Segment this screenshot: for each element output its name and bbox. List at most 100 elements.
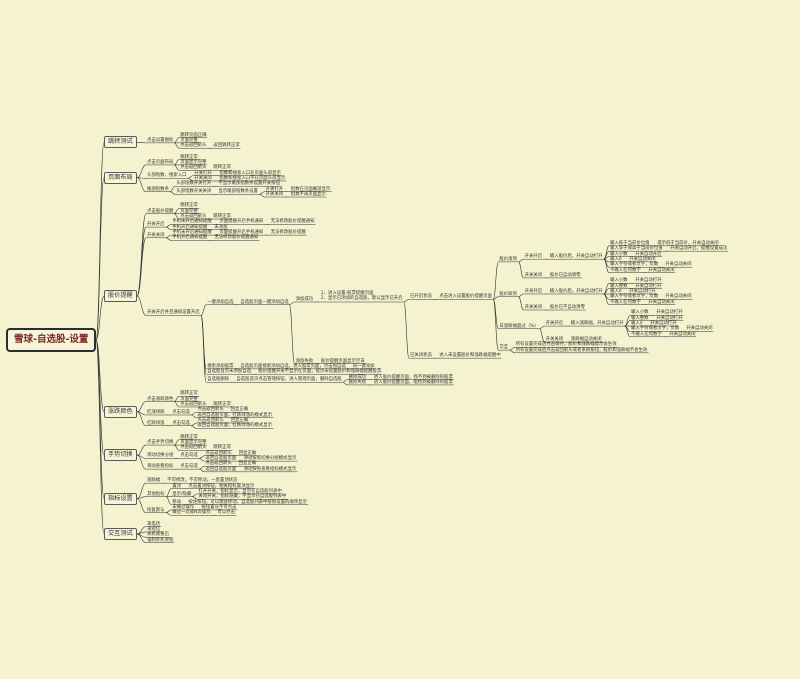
map-node[interactable]: 跳转正常 bbox=[180, 434, 198, 440]
map-node[interactable]: 输入0 bbox=[631, 321, 643, 327]
map-node[interactable]: 跳转正常 bbox=[180, 203, 198, 209]
map-node[interactable]: 点击勾选 bbox=[180, 453, 198, 459]
map-node[interactable]: 跳转正常 bbox=[180, 391, 198, 397]
map-node[interactable]: 点击勾选 bbox=[172, 420, 190, 426]
map-node[interactable]: 进入股价提醒页面，找不到被删除的股票 bbox=[373, 374, 453, 380]
map-node[interactable]: 开关自动打开 bbox=[635, 278, 662, 284]
map-node[interactable]: 点击返回箭头 bbox=[180, 214, 207, 220]
map-node[interactable]: 跳转正常 bbox=[213, 445, 231, 451]
map-node[interactable]: 指数在页面尾部显示 bbox=[290, 186, 331, 192]
branch-topic[interactable]: 涨跌颜色 bbox=[104, 405, 137, 418]
map-node[interactable]: 页面完整 bbox=[180, 208, 198, 214]
map-node[interactable]: 自选股页面一键添加自选 bbox=[240, 299, 289, 305]
map-node[interactable]: 手机未开启通知提醒 bbox=[172, 219, 212, 225]
map-node[interactable]: 股价已自动清零 bbox=[549, 272, 581, 278]
map-node[interactable]: 同一键添加 bbox=[352, 363, 375, 369]
map-node[interactable]: 开关自动关闭 bbox=[686, 326, 713, 332]
map-node[interactable]: 开关自动关闭 bbox=[665, 262, 692, 268]
map-node[interactable]: 关机或重启 bbox=[147, 532, 169, 538]
map-node[interactable]: 股价提醒页面显示空白 bbox=[320, 358, 365, 364]
map-node[interactable]: 输入低于当前价位值 bbox=[610, 240, 650, 246]
map-node[interactable]: 可以点击 bbox=[217, 510, 235, 516]
map-node[interactable]: 输入0 bbox=[610, 288, 622, 294]
map-node[interactable]: 输入股价后，开关自动打开 bbox=[549, 288, 603, 294]
map-node[interactable]: 按钮置灰不可点击 bbox=[201, 504, 237, 510]
map-node[interactable]: 点击返回箭头 bbox=[180, 165, 207, 171]
map-node[interactable]: 滑动切换分组 bbox=[147, 453, 174, 459]
map-node[interactable]: 头部指数开关打开 bbox=[176, 181, 212, 187]
map-node[interactable]: 不输入任何数字 bbox=[631, 331, 662, 337]
map-node[interactable]: 显示/隐藏 bbox=[172, 491, 192, 497]
map-node[interactable]: 开关关闭 bbox=[147, 232, 165, 238]
map-node[interactable]: 手机开启通知提醒 bbox=[172, 235, 208, 241]
map-node[interactable]: 股价提醒开关不显示在页面，提示未设置股价和涨跌幅提醒股票 bbox=[258, 369, 382, 375]
map-node[interactable]: 页面完整 bbox=[180, 396, 198, 402]
map-node[interactable]: 回显正确 bbox=[238, 461, 257, 467]
map-node[interactable]: 显示尾部指数条设置 bbox=[218, 189, 258, 195]
map-node[interactable]: 点击返回箭头 bbox=[205, 450, 232, 456]
map-node[interactable]: 返回自选股页面 bbox=[205, 456, 237, 462]
map-node[interactable]: 开关关闭 bbox=[265, 192, 284, 198]
map-node[interactable]: 开关自动开启，提醒设置成功 bbox=[670, 246, 728, 252]
map-node[interactable]: 输入小数 bbox=[631, 310, 649, 316]
map-node[interactable]: 返回跳转正常 bbox=[213, 143, 240, 149]
map-node[interactable]: 点击手势切换 bbox=[147, 440, 174, 446]
map-node[interactable]: 交互 bbox=[499, 345, 509, 351]
map-node[interactable]: 所有设置完成后点击保存，股价和涨跌幅提示会生效 bbox=[515, 342, 617, 348]
branch-topic[interactable]: 手势切换 bbox=[104, 449, 137, 462]
map-node[interactable]: 滑动按照查看指标模式显示 bbox=[243, 466, 297, 472]
map-node[interactable]: 点击返回箭头 bbox=[180, 143, 207, 149]
map-node[interactable]: 手机开启通知提醒 bbox=[172, 224, 208, 230]
map-node[interactable]: 开关开启 bbox=[524, 288, 543, 294]
map-node[interactable]: 开关开启 bbox=[524, 254, 543, 260]
branch-topic[interactable]: 交互测试 bbox=[104, 528, 137, 541]
map-node[interactable]: 输入涨跌幅，开关自动打开 bbox=[570, 321, 624, 327]
map-node[interactable]: 输入整数 bbox=[610, 283, 628, 289]
branch-topic[interactable]: 股价提醒 bbox=[104, 290, 137, 303]
map-node[interactable]: 手机未开启通知提醒 bbox=[172, 230, 212, 236]
map-node[interactable]: 输入等于或高于当前价位值 bbox=[610, 246, 663, 252]
map-node[interactable]: 未添加 bbox=[214, 224, 228, 230]
map-node[interactable]: 指数和搜索入口不在页面头部显示 bbox=[219, 175, 286, 181]
map-node[interactable]: 添加成功 bbox=[295, 297, 314, 302]
map-node[interactable]: 输入字符或者文字，负数 bbox=[610, 294, 659, 300]
map-node[interactable]: 点击设置图标 bbox=[147, 137, 174, 143]
map-node[interactable]: 开关自动关闭 bbox=[629, 256, 656, 262]
map-node[interactable]: 所有设置完成后点击返回箭头或者系统按钮，股价和涨跌幅不会生效 bbox=[515, 347, 648, 353]
map-node[interactable]: 提示低于当前价，开关自动关闭 bbox=[657, 240, 719, 246]
map-node[interactable]: 滑动按照切换分组模式显示 bbox=[243, 456, 297, 462]
map-node[interactable]: 开关关闭 bbox=[545, 337, 564, 343]
map-node[interactable]: 页面完整 bbox=[180, 137, 198, 143]
map-node[interactable]: 不输入任何数字 bbox=[610, 299, 641, 305]
map-node[interactable]: 跳转正常 bbox=[180, 154, 198, 160]
map-node[interactable]: 点击返回箭头 bbox=[205, 461, 232, 467]
map-node[interactable]: 开关打开 bbox=[194, 170, 212, 176]
map-node[interactable]: 点击返回箭头 bbox=[180, 401, 207, 407]
map-node[interactable]: 跳转正常 bbox=[213, 401, 231, 407]
map-node[interactable]: 返回自选股页面 bbox=[205, 466, 237, 472]
map-node[interactable]: 头部指数开关关闭 bbox=[176, 189, 212, 195]
map-node[interactable]: 输入小数 bbox=[610, 251, 628, 257]
map-node[interactable]: 无法修改股价提醒通知 bbox=[270, 219, 315, 225]
map-node[interactable]: 开关打开 bbox=[265, 186, 284, 192]
map-node[interactable]: 开关关闭 bbox=[524, 272, 543, 278]
map-node[interactable]: 滑动查看指标 bbox=[147, 464, 174, 470]
map-node[interactable]: 回显正确 bbox=[230, 418, 249, 424]
map-node[interactable]: 开关自动关闭 bbox=[669, 331, 696, 337]
map-node[interactable]: 删除失败 bbox=[348, 379, 367, 385]
map-node[interactable]: 进入未设置股价和涨跌幅提醒中 bbox=[439, 353, 501, 359]
map-node[interactable]: 点击返回箭头 bbox=[197, 407, 224, 413]
map-node[interactable]: 股价已不自动清零 bbox=[549, 305, 585, 311]
map-node[interactable]: 开关自动打开 bbox=[650, 321, 677, 327]
branch-topic[interactable]: 页面布局 bbox=[104, 171, 137, 184]
map-node[interactable]: 开关自动开启 bbox=[635, 251, 662, 257]
map-node[interactable]: 涨跌幅自动关闭 bbox=[570, 337, 602, 343]
map-node[interactable]: 涨跌幅 bbox=[147, 478, 161, 484]
map-node[interactable]: 来短信 bbox=[147, 526, 161, 532]
map-node[interactable]: 来电话 bbox=[147, 521, 161, 527]
map-node[interactable]: 开关开启 bbox=[545, 321, 564, 327]
branch-topic[interactable]: 指标设置 bbox=[104, 492, 137, 505]
map-node[interactable]: 回显正确 bbox=[238, 450, 257, 456]
map-node[interactable]: 置顶 bbox=[172, 483, 181, 489]
map-node[interactable]: 开关自动关闭 bbox=[665, 294, 692, 300]
